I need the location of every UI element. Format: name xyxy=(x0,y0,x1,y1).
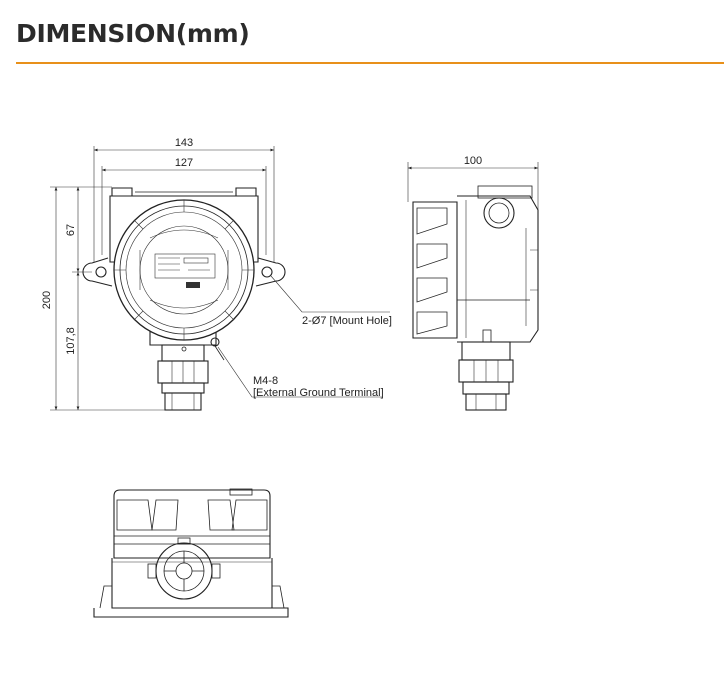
bottom-view xyxy=(93,488,289,618)
bottom-sensor-port xyxy=(147,537,221,600)
side-view: 100 xyxy=(407,155,539,411)
dim-overall-width: 143 xyxy=(175,137,193,149)
front-dimensions: 143 127 200 67 107,8 xyxy=(41,137,275,411)
side-cable-gland xyxy=(458,329,514,411)
callout-ground-label: [External Ground Terminal] xyxy=(253,387,384,399)
dim-bottom-height: 107,8 xyxy=(65,327,77,355)
page-header: DIMENSION(mm) xyxy=(16,14,724,64)
callout-mount-hole-text: 2-Ø7 [Mount Hole] xyxy=(302,315,392,327)
cable-gland xyxy=(157,344,209,411)
callout-ground-size: M4-8 xyxy=(253,375,278,387)
side-top-port xyxy=(477,185,533,229)
front-view: 143 127 200 67 107,8 2-Ø7 [Mount Hole] M… xyxy=(41,137,392,411)
ground-terminal xyxy=(210,337,225,361)
dim-top-height: 67 xyxy=(65,224,77,236)
page-title: DIMENSION(mm) xyxy=(16,19,250,48)
mount-ear-right xyxy=(255,257,286,287)
dim-body-width: 127 xyxy=(175,157,193,169)
callout-ground-terminal: M4-8 [External Ground Terminal] xyxy=(217,346,384,399)
dim-depth: 100 xyxy=(464,155,482,167)
callout-mount-hole: 2-Ø7 [Mount Hole] xyxy=(270,275,392,327)
nameplate xyxy=(139,229,229,309)
title-divider xyxy=(16,62,724,64)
dim-overall-height: 200 xyxy=(41,291,53,309)
